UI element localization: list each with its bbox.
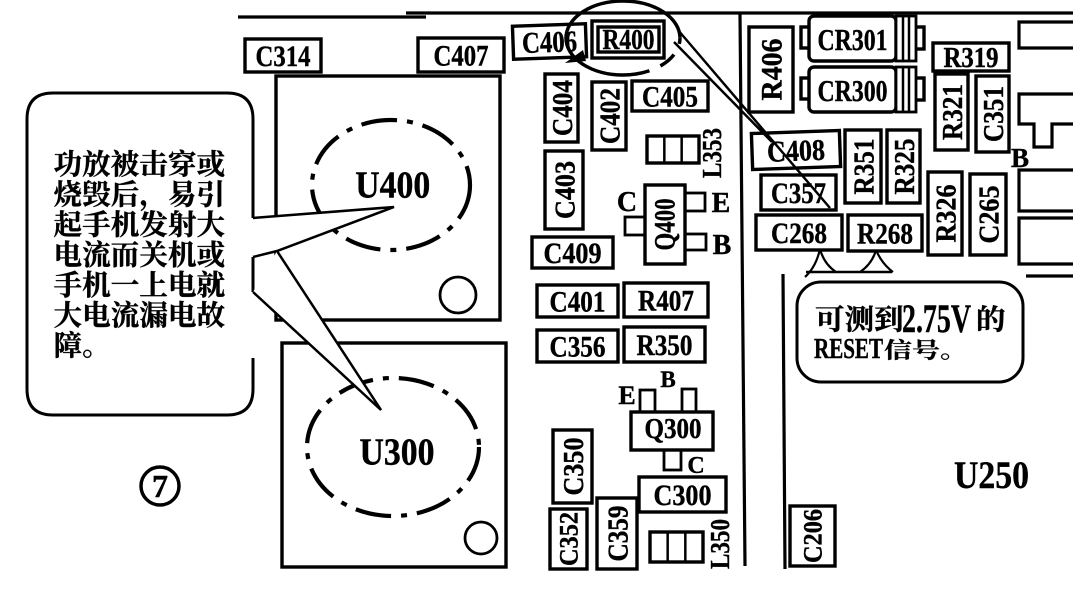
svg-text:C: C bbox=[687, 453, 704, 479]
svg-text:C268: C268 bbox=[771, 217, 827, 250]
svg-text:C265: C265 bbox=[973, 186, 1005, 244]
svg-text:R407: R407 bbox=[638, 285, 694, 318]
svg-text:E: E bbox=[618, 381, 635, 410]
svg-text:7: 7 bbox=[152, 468, 168, 504]
svg-text:L350: L350 bbox=[705, 519, 735, 569]
svg-text:CR301: CR301 bbox=[818, 22, 888, 57]
svg-text:C: C bbox=[617, 187, 637, 218]
svg-text:C351: C351 bbox=[978, 86, 1010, 142]
svg-text:Q400: Q400 bbox=[649, 199, 682, 251]
svg-text:C314: C314 bbox=[256, 40, 311, 73]
svg-text:R406: R406 bbox=[756, 39, 789, 101]
svg-text:U300: U300 bbox=[360, 432, 435, 474]
svg-text:U250: U250 bbox=[954, 454, 1029, 497]
svg-text:C406: C406 bbox=[521, 25, 577, 60]
svg-text:C352: C352 bbox=[555, 512, 584, 566]
svg-text:RESET: RESET bbox=[814, 334, 883, 365]
svg-text:Q300: Q300 bbox=[645, 414, 702, 445]
svg-text:C402: C402 bbox=[594, 88, 626, 144]
svg-text:C408: C408 bbox=[766, 134, 825, 169]
svg-text:R321: R321 bbox=[937, 84, 969, 140]
svg-text:R326: R326 bbox=[930, 185, 962, 243]
svg-text:B: B bbox=[713, 230, 732, 261]
svg-text:R325: R325 bbox=[889, 139, 921, 195]
svg-text:B: B bbox=[660, 367, 675, 392]
svg-text:C206: C206 bbox=[799, 509, 828, 563]
svg-text:R350: R350 bbox=[637, 329, 693, 362]
svg-text:R351: R351 bbox=[848, 139, 880, 195]
svg-text:2.75V: 2.75V bbox=[902, 296, 971, 341]
svg-text:CR300: CR300 bbox=[818, 73, 888, 108]
svg-text:C300: C300 bbox=[654, 479, 712, 512]
svg-text:R319: R319 bbox=[944, 43, 999, 74]
svg-text:C404: C404 bbox=[547, 80, 579, 136]
svg-text:C405: C405 bbox=[642, 81, 698, 114]
svg-text:C356: C356 bbox=[550, 331, 606, 364]
svg-text:C350: C350 bbox=[558, 438, 590, 496]
svg-text:E: E bbox=[712, 188, 731, 219]
svg-text:R268: R268 bbox=[857, 218, 913, 251]
svg-text:U400: U400 bbox=[355, 165, 430, 207]
svg-text:L353: L353 bbox=[697, 128, 727, 178]
svg-text:C409: C409 bbox=[544, 237, 602, 270]
svg-text:R400: R400 bbox=[603, 25, 655, 56]
svg-text:B: B bbox=[1011, 143, 1029, 173]
svg-text:C359: C359 bbox=[602, 506, 634, 562]
svg-text:C407: C407 bbox=[434, 40, 489, 73]
svg-text:C403: C403 bbox=[549, 161, 581, 219]
svg-text:C401: C401 bbox=[550, 286, 606, 319]
